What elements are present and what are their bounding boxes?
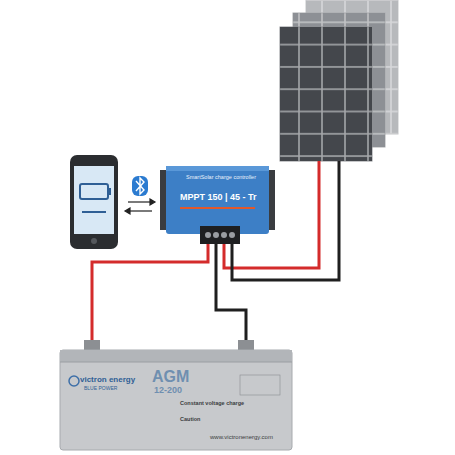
drawing-part <box>60 350 292 362</box>
website: www.victronenergy.com <box>210 434 273 441</box>
drawing-part <box>80 184 108 199</box>
drawing-part <box>60 362 292 363</box>
drawing-part <box>91 238 97 244</box>
drawing-part <box>136 178 144 194</box>
drawing-part <box>74 166 114 234</box>
drawing-part <box>60 350 292 450</box>
charge-note: Constant voltage charge <box>180 400 244 406</box>
brand-tagline: BLUE POWER <box>84 386 117 392</box>
drawing-part <box>200 226 240 244</box>
drawing-part <box>213 232 219 238</box>
drawing-part <box>221 232 227 238</box>
model-number: MPPT 150 | 45 - Tr <box>180 193 257 203</box>
drawing-part <box>70 155 118 249</box>
battery-type: AGM <box>152 368 189 386</box>
drawing-part <box>150 199 155 205</box>
drawing-part <box>125 208 130 214</box>
battery-case: victron energyBLUE POWER AGM12-200Constan… <box>60 350 292 450</box>
battery-model: 12-200 <box>154 386 182 396</box>
solar-panels <box>280 0 398 161</box>
drawing-part <box>128 201 150 202</box>
drawing-part <box>216 243 246 344</box>
charge-controller: SmartSolar charge controllerMPPT 150 | 4… <box>166 166 269 234</box>
drawing-part <box>108 188 111 195</box>
product-name: SmartSolar charge controller <box>186 174 256 180</box>
drawing-part <box>205 232 211 238</box>
drawing-part <box>180 207 255 209</box>
smartphone <box>70 155 118 249</box>
drawing-part <box>240 375 280 395</box>
drawing-part <box>166 166 269 234</box>
caution-note: Caution <box>180 416 200 422</box>
drawing-part <box>82 211 106 213</box>
data-arrows <box>125 199 155 214</box>
bluetooth-icon <box>132 176 148 196</box>
wires <box>92 161 339 344</box>
drawing-part <box>92 243 208 344</box>
battery <box>60 340 292 450</box>
drawing-part <box>132 176 148 196</box>
drawing-part <box>166 166 269 171</box>
charge-controller <box>160 166 275 244</box>
drawing-part <box>130 210 152 211</box>
drawing-part <box>69 376 79 386</box>
brand-logo: victron energy <box>80 376 135 385</box>
drawing-part <box>229 232 235 238</box>
drawing-part <box>280 27 372 161</box>
drawing-part <box>280 27 372 161</box>
